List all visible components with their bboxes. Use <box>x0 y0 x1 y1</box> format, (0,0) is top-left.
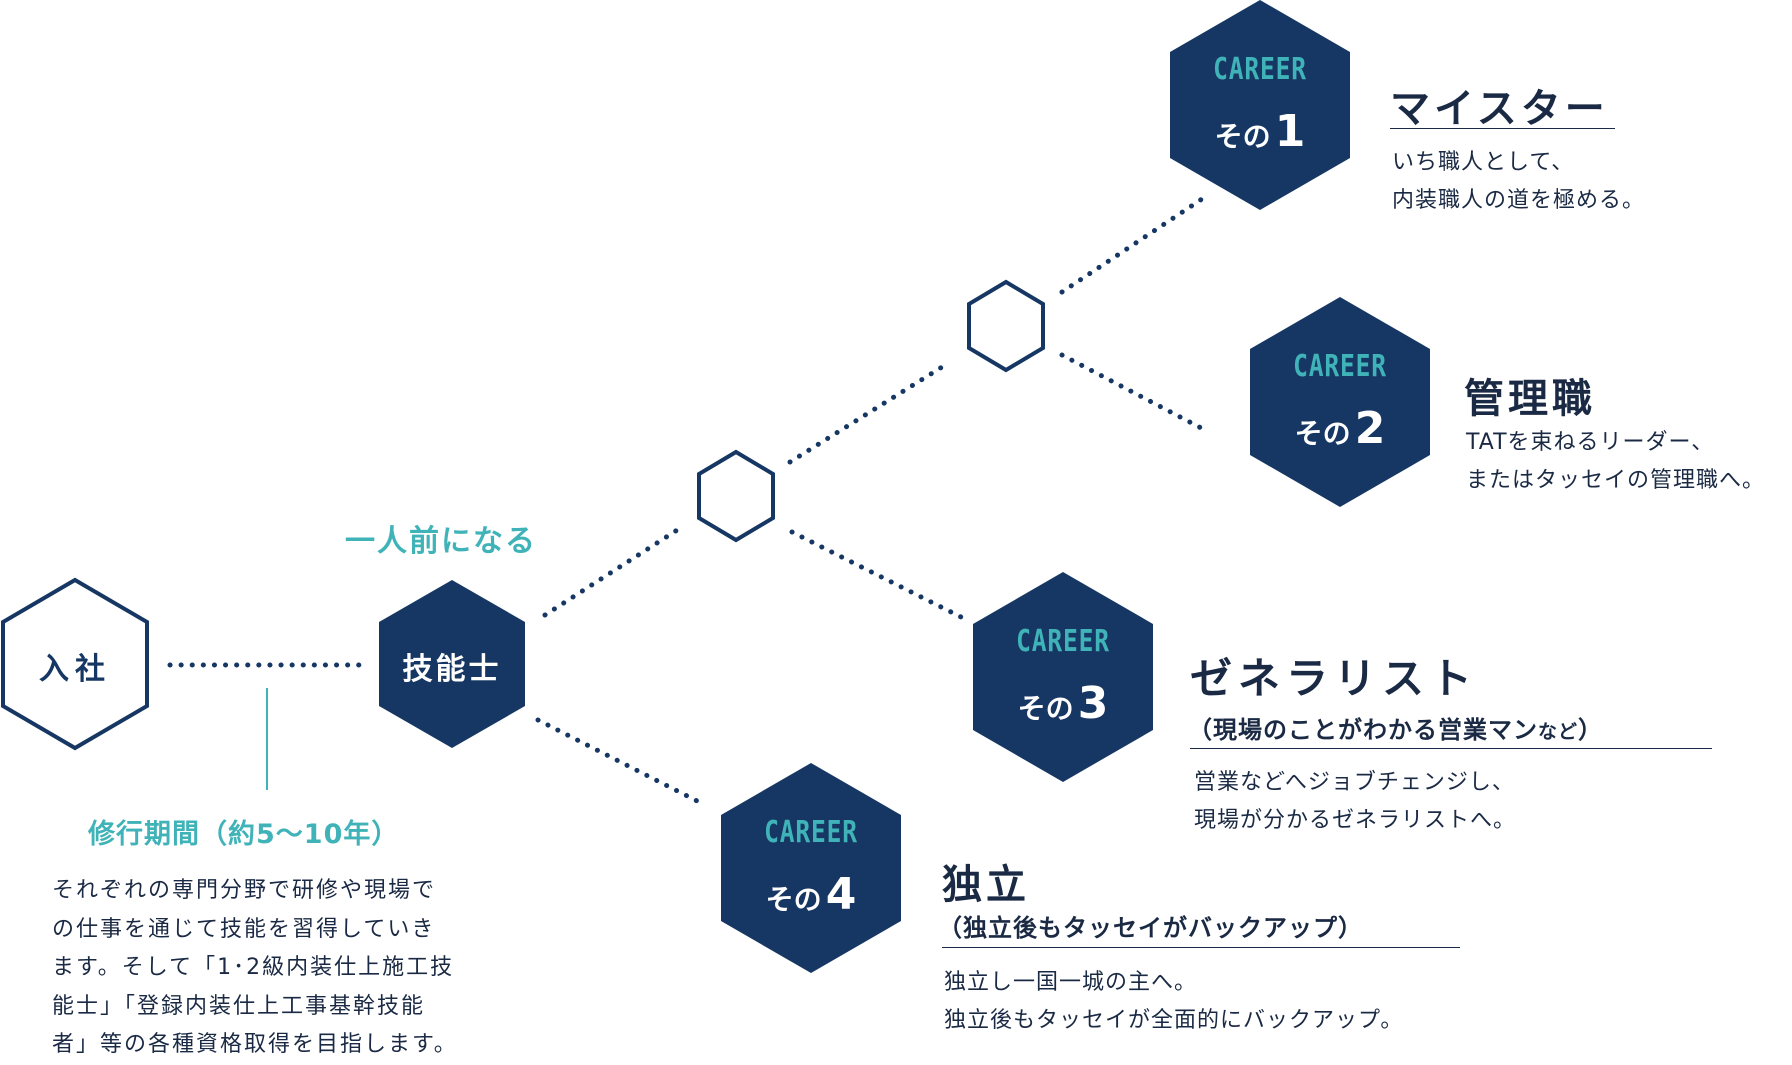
career3-subtitle-small: など <box>1538 721 1579 743</box>
career3-number: その3 <box>963 678 1163 729</box>
career2-title: 管理職 <box>1464 376 1596 422</box>
career3-subtitle-end: ） <box>1578 716 1604 744</box>
career4-num: 4 <box>825 869 857 920</box>
career4-subtitle: （独立後もタッセイがバックアップ） <box>938 914 1363 942</box>
career1-badge: CAREER <box>1213 52 1307 87</box>
career3-badge: CAREER <box>1016 624 1110 659</box>
junction-hexagon-2 <box>967 279 1045 373</box>
career1-sono: その <box>1214 120 1271 153</box>
career3-subtitle: （現場のことがわかる営業マンなど） <box>1188 710 1603 745</box>
start-label: 入社 <box>39 652 111 687</box>
connector-node2-career1 <box>1059 192 1211 295</box>
career2-sono: その <box>1294 417 1351 450</box>
connector-node1-career3 <box>789 529 966 621</box>
junction-hexagon-1 <box>697 449 775 543</box>
career4-number: その4 <box>711 869 911 920</box>
career2-num: 2 <box>1354 403 1386 454</box>
career2-badge: CAREER <box>1293 349 1387 384</box>
career2-number: その2 <box>1240 403 1440 454</box>
career2-hexagon <box>1250 297 1430 507</box>
career1-num: 1 <box>1274 106 1306 157</box>
connector-skill-career4 <box>535 717 708 808</box>
career3-num: 3 <box>1077 678 1109 729</box>
career2-desc: TATを束ねるリーダー、 またはタッセイの管理職へ。 <box>1466 430 1766 493</box>
skill-caption: 一人前になる <box>345 524 537 559</box>
start-hexagon <box>1 577 149 751</box>
career4-hexagon <box>721 763 901 973</box>
career1-number: その1 <box>1160 106 1360 157</box>
career3-hexagon <box>973 572 1153 782</box>
skill-hexagon <box>379 580 525 748</box>
career1-desc: いち職人として、 内装職人の道を極める。 <box>1392 150 1646 213</box>
career4-desc: 独立し一国一城の主へ。 独立後もタッセイが全面的にバックアップ。 <box>944 970 1404 1033</box>
career3-sono: その <box>1017 692 1074 725</box>
connector-node1-node2 <box>787 364 945 465</box>
career3-title: ゼネラリスト <box>1190 654 1479 703</box>
connector-skill-node1 <box>542 522 688 618</box>
connector-node2-career2 <box>1059 352 1208 433</box>
career3-rule <box>1190 748 1712 749</box>
career4-rule <box>942 947 1460 948</box>
career4-sono: その <box>765 883 822 916</box>
career3-desc: 営業などへジョブチェンジし、 現場が分かるゼネラリストへ。 <box>1194 770 1517 833</box>
skill-label: 技能士 <box>402 652 502 687</box>
career4-badge: CAREER <box>764 815 858 850</box>
career1-rule <box>1390 128 1615 129</box>
career3-subtitle-main: （現場のことがわかる営業マン <box>1188 716 1538 744</box>
career4-title: 独立 <box>942 862 1030 908</box>
training-title: 修行期間（約5〜10年） <box>88 819 400 850</box>
career1-hexagon <box>1170 0 1350 210</box>
training-text: それぞれの専門分野で研修や現場で の仕事を通じて技能を習得していき ます。そして… <box>52 878 458 1057</box>
career1-title: マイスター <box>1390 86 1609 132</box>
